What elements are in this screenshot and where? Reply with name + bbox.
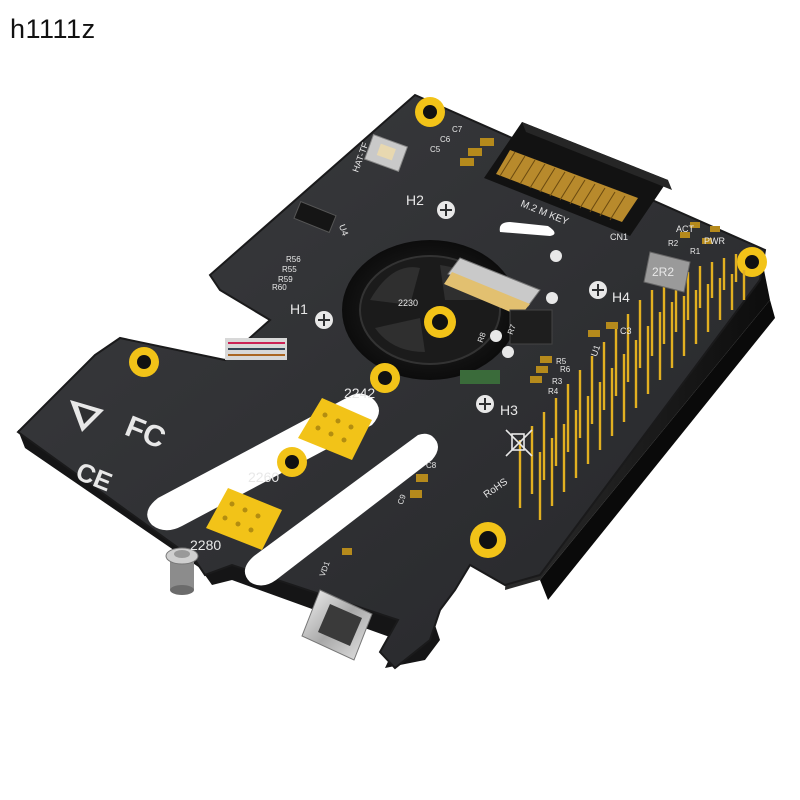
fpc-connector xyxy=(444,257,553,345)
pad-array-2242 xyxy=(298,398,372,460)
mount-hole-right xyxy=(737,247,767,277)
weee-bin-icon xyxy=(505,429,533,457)
mount-hole-bottom xyxy=(470,522,506,558)
gpio-pins xyxy=(518,254,746,520)
smd-components xyxy=(342,138,720,555)
usb-c-port xyxy=(301,589,373,661)
silk-h4: H4 xyxy=(612,289,630,305)
silk-r3: R3 xyxy=(552,377,563,386)
silk-u4: U4 xyxy=(337,223,350,237)
silk-r56: R56 xyxy=(286,255,301,264)
slot-2280 xyxy=(244,433,438,586)
silk-h3: H3 xyxy=(500,402,518,418)
mount-hole-2230 xyxy=(424,306,456,338)
silk-2280: 2280 xyxy=(190,537,221,553)
silk-r6: R6 xyxy=(560,365,571,374)
silk-pwr: PWR xyxy=(704,236,725,246)
ribbon-cable xyxy=(225,338,287,360)
silk-c8: C8 xyxy=(426,461,437,470)
silk-r2: R2 xyxy=(668,239,679,248)
standoff-screw xyxy=(165,547,199,595)
silk-c3: C3 xyxy=(620,326,632,336)
silk-cross-lines xyxy=(318,204,604,410)
silk-h2: H2 xyxy=(406,192,424,208)
silk-c6: C6 xyxy=(440,135,451,144)
silk-c5: C5 xyxy=(430,145,441,154)
silk-2242: 2242 xyxy=(344,385,375,401)
esd-warning-icon xyxy=(70,400,104,432)
silk-u1: U1 xyxy=(589,344,602,358)
silk-r55: R55 xyxy=(282,265,297,274)
silk-2260: 2260 xyxy=(248,469,279,485)
silk-r8: R8 xyxy=(476,331,488,344)
silk-h1: H1 xyxy=(290,301,308,317)
silk-cn1: CN1 xyxy=(610,232,628,242)
silk-c9: C9 xyxy=(396,493,408,506)
mounting-holes xyxy=(129,97,767,558)
watermark-text: h1111z xyxy=(10,14,96,44)
silk-act: ACT xyxy=(676,224,695,234)
mount-hole-2260 xyxy=(277,447,307,477)
chip-u4 xyxy=(293,200,337,234)
inductor-2r2: 2R2 xyxy=(643,251,691,293)
mount-hole-2242 xyxy=(370,363,400,393)
silk-r59: R59 xyxy=(278,275,293,284)
silk-r4: R4 xyxy=(548,387,559,396)
slot-upper xyxy=(499,222,555,236)
silk-c7: C7 xyxy=(452,125,463,134)
silk-r5: R5 xyxy=(556,357,567,366)
silk-r1: R1 xyxy=(690,247,701,256)
silk-r60: R60 xyxy=(272,283,287,292)
inductor-label: 2R2 xyxy=(652,265,674,279)
push-button xyxy=(363,133,409,173)
m2-connector xyxy=(484,122,672,236)
pad-array-2260 xyxy=(206,488,282,550)
mount-hole-left xyxy=(129,347,159,377)
silk-2230: 2230 xyxy=(398,298,418,308)
mount-hole-top xyxy=(415,97,445,127)
silk-r7: R7 xyxy=(506,323,518,336)
